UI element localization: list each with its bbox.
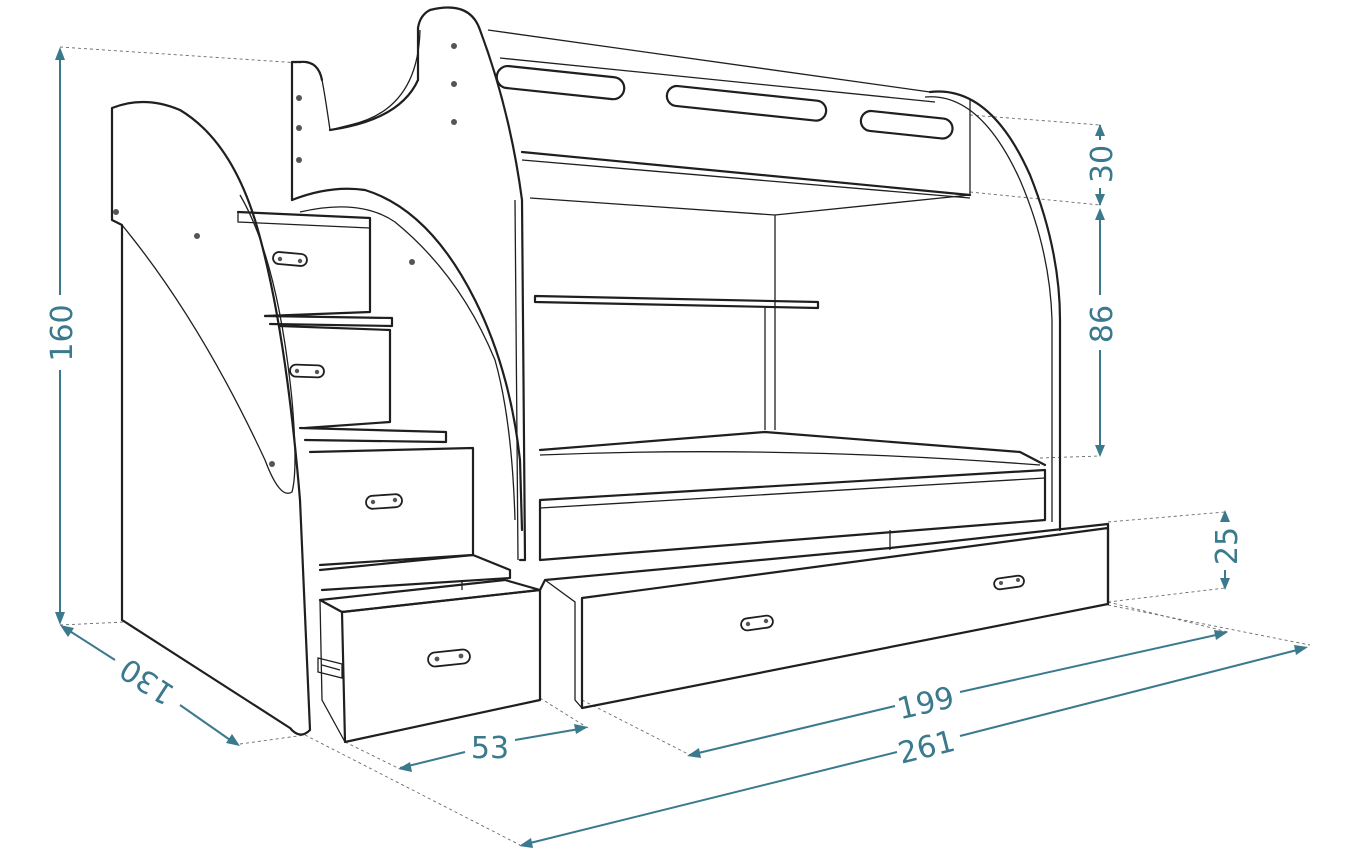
dim-upper-rail: 30 [1085,145,1120,183]
dim-bed-length: 199 [894,680,958,727]
bed-drawer [538,522,1110,710]
drawer-handle [993,574,1025,591]
drawer-handle [427,648,471,668]
stair-drawers [236,210,542,744]
extension-lines [59,46,1311,846]
dim-upper-clearance: 86 [1085,305,1120,343]
drawer-handle [272,251,308,267]
dim-depth: 130 [114,651,181,712]
drawer-handle [365,493,403,510]
dim-total-length: 261 [895,724,959,772]
bed-frame [290,6,1062,562]
dim-stair-width: 53 [471,731,509,766]
dimension-lines [55,47,1308,848]
drawer-handle [740,614,774,632]
dimension-labels: 160 130 30 86 25 53 199 261 [45,145,1245,772]
dim-total-height: 160 [45,304,80,361]
stair-side-panel [110,100,312,736]
dim-drawer-height: 25 [1210,527,1245,565]
drawer-handle [289,363,325,379]
